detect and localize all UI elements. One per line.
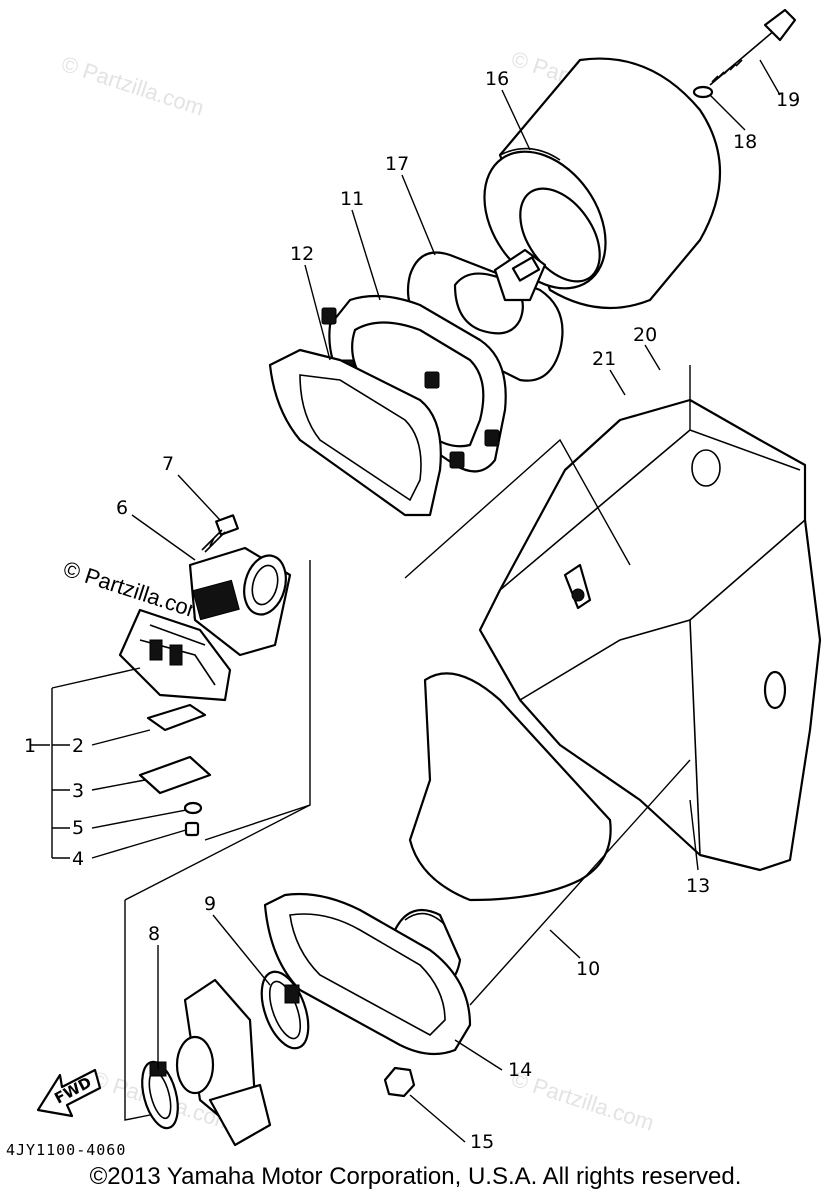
callout-4: 4 (72, 848, 84, 870)
part-18-washer (692, 85, 714, 99)
callout-20: 20 (633, 324, 657, 346)
callout-14: 14 (508, 1059, 532, 1081)
part-4-screw (184, 821, 200, 837)
part-15-nut (383, 1066, 416, 1098)
watermark-top-left: © Partzilla.com (58, 51, 207, 121)
callout-17: 17 (385, 153, 409, 175)
callout-13: 13 (686, 875, 710, 897)
part-5-washer (183, 801, 203, 815)
callout-15: 15 (470, 1131, 494, 1153)
callout-5: 5 (72, 817, 84, 839)
forward-arrow-icon: FWD (36, 1068, 102, 1118)
callout-11: 11 (340, 188, 364, 210)
callout-labels: 1 2 3 5 4 6 7 8 9 10 11 12 13 14 15 16 1… (24, 68, 800, 1153)
part-9-hose-clamp (260, 970, 310, 1050)
callout-1: 1 (24, 735, 36, 757)
part-17-filter-guide (406, 248, 564, 382)
part-19-bolt (709, 8, 797, 86)
part-14-clamp-plate (263, 892, 472, 1056)
exploded-parts-diagram: © Partzilla.com © Partzilla.com © Partzi… (24, 8, 822, 1153)
callout-18: 18 (733, 131, 757, 153)
part-1-reed-valve (118, 608, 232, 702)
diagram-code: 4JY1100-4060 (6, 1141, 127, 1159)
callout-3: 3 (72, 780, 84, 802)
part-6-manifold (188, 546, 292, 657)
callout-16: 16 (485, 68, 509, 90)
part-3-reed (138, 755, 212, 795)
leader-lines (91, 59, 781, 1143)
callout-10: 10 (576, 958, 600, 980)
callout-6: 6 (116, 497, 128, 519)
part-16-air-filter (483, 57, 721, 310)
copyright-notice: ©2013 Yamaha Motor Corporation, U.S.A. A… (89, 1163, 742, 1190)
callout-21: 21 (592, 348, 616, 370)
callout-19: 19 (776, 89, 800, 111)
group-bracket (30, 667, 141, 859)
part-7-bolt (201, 514, 239, 553)
carburetor-body (175, 978, 272, 1147)
part-13-air-box (478, 398, 822, 872)
part-2-reed-stopper (146, 703, 207, 732)
callout-9: 9 (204, 893, 216, 915)
part-8-clamp (141, 1060, 179, 1130)
callout-7: 7 (162, 453, 174, 475)
callout-8: 8 (148, 923, 160, 945)
callout-12: 12 (290, 243, 314, 265)
watermark-dark: © Partzilla.com (60, 556, 209, 626)
callout-2: 2 (72, 735, 84, 757)
part-12-gasket (268, 348, 442, 517)
